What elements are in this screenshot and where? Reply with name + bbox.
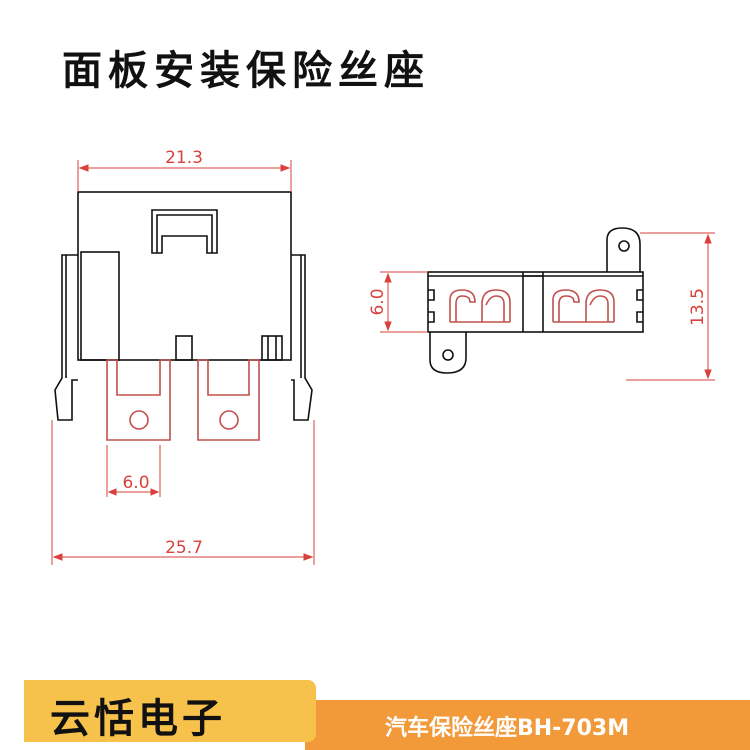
side-ear-top <box>606 227 641 272</box>
side-body <box>427 271 644 333</box>
product-name: 汽车保险丝座BH-703M <box>385 716 630 741</box>
side-ear-top-hole <box>618 240 630 252</box>
brand-banner: 云恬电子 <box>24 680 316 742</box>
front-view <box>54 191 313 421</box>
brand-name: 云恬电子 <box>50 696 226 742</box>
front-terminals <box>106 359 260 441</box>
top-latch <box>151 209 218 254</box>
side-clips <box>449 289 615 323</box>
dim-front-total-width: 25.7 <box>165 538 203 558</box>
housing-body <box>77 191 292 361</box>
terminal-left-hole <box>129 410 149 430</box>
terminal-left <box>106 359 171 441</box>
dim-front-top-width: 21.3 <box>165 148 203 168</box>
right-post <box>261 335 283 361</box>
left-wing <box>54 254 78 421</box>
top-latch-inner <box>156 214 213 253</box>
right-wing <box>291 254 313 421</box>
left-clip <box>80 251 120 361</box>
side-ear-bottom-hole <box>442 349 454 361</box>
terminal-right <box>197 359 260 441</box>
dim-side-total-height: 13.5 <box>688 288 708 326</box>
product-banner: 汽车保险丝座BH-703M <box>305 700 750 750</box>
side-ear-bottom <box>429 332 467 374</box>
dim-front-pitch: 6.0 <box>122 473 149 493</box>
side-view <box>427 227 644 374</box>
center-post <box>175 335 193 361</box>
dim-side-height: 6.0 <box>368 288 388 315</box>
terminal-right-hole <box>219 410 239 430</box>
front-dimensions <box>51 160 315 565</box>
side-dimensions <box>380 232 715 381</box>
page-title: 面板安装保险丝座 <box>62 48 430 94</box>
